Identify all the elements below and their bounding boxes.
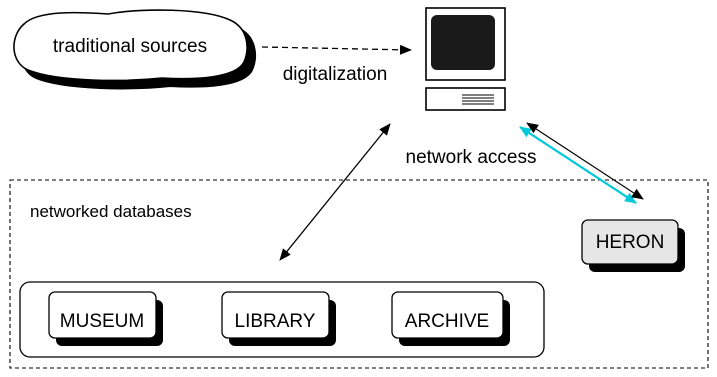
networked-databases-region <box>9 179 709 369</box>
traditional-sources-cloud: traditional sources <box>13 9 256 90</box>
library-label: LIBRARY <box>235 311 316 332</box>
computer-terminal-icon <box>425 7 506 111</box>
keyboard-unit <box>425 87 506 111</box>
heron-box: HERON <box>581 219 685 272</box>
library-box: LIBRARY <box>221 291 336 346</box>
digitalization-arrow <box>261 44 412 55</box>
archive-box: ARCHIVE <box>391 291 510 346</box>
monitor-screen <box>431 15 495 70</box>
heron-link-cyan-arrow <box>519 126 637 204</box>
museum-box: MUSEUM <box>48 291 163 346</box>
archive-label: ARCHIVE <box>405 311 489 332</box>
heron-label: HERON <box>596 232 665 253</box>
digitalization-label: digitalization <box>283 64 388 85</box>
traditional-sources-label: traditional sources <box>53 36 207 57</box>
museum-label: MUSEUM <box>60 311 144 332</box>
networked-databases-label: networked databases <box>30 202 192 221</box>
heron-link-black-arrow <box>526 122 644 200</box>
cloud-body <box>13 9 248 82</box>
keyboard-slots <box>462 94 494 105</box>
network-access-arrow <box>279 123 391 261</box>
network-access-label: network access <box>406 147 537 168</box>
